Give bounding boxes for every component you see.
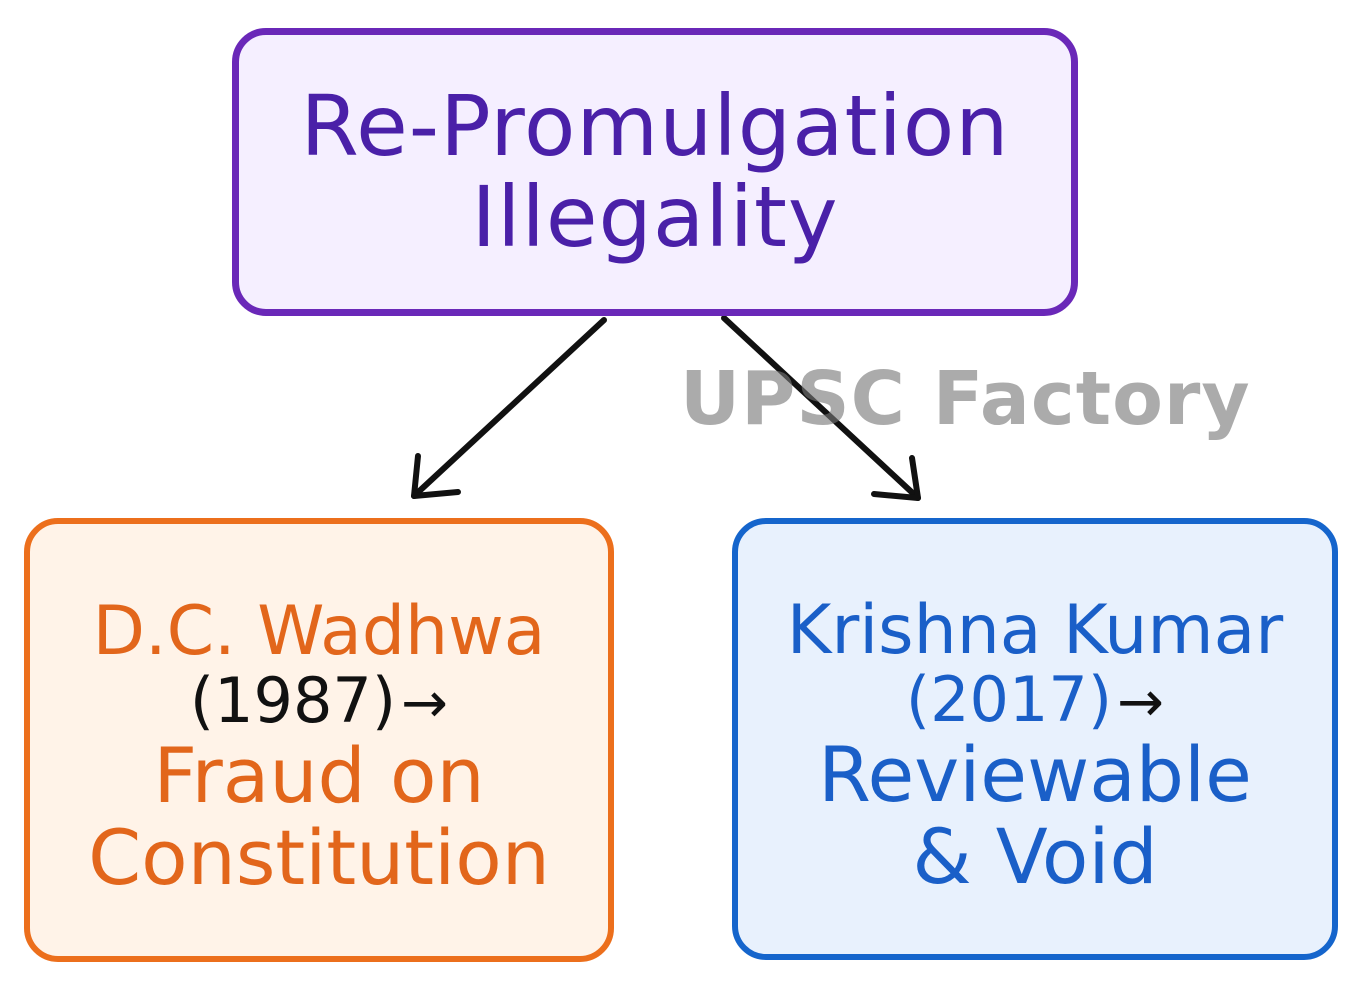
right-holding-line2: & Void [912,812,1158,902]
right-case-year-row: (2017) → [906,666,1165,736]
left-case-name: D.C. Wadhwa [92,591,546,671]
arrow-to-left-case [411,317,607,499]
left-case-year-row: (1987) → [190,667,449,737]
root-node: Re-Promulgation Illegality [232,28,1078,316]
arrowhead-right [871,455,921,501]
left-case-node: D.C. Wadhwa (1987) → Fraud on Constituti… [24,518,614,962]
arrowhead-left [411,453,461,499]
right-case-name: Krishna Kumar [786,590,1284,670]
right-case-year: (2017) [905,663,1113,737]
right-holding-line1: Reviewable [818,730,1252,820]
root-title-line1: Re-Promulgation [300,77,1010,176]
root-title-line2: Illegality [471,168,839,266]
watermark-text: UPSC Factory [680,356,1251,442]
right-arrow-icon: → [401,671,449,737]
left-holding-line1: Fraud on [153,731,485,821]
left-holding-line2: Constitution [88,813,550,903]
right-case-node: Krishna Kumar (2017) → Reviewable & Void [732,518,1338,960]
left-case-year: (1987) [189,664,397,738]
right-arrow-icon: → [1117,670,1165,736]
